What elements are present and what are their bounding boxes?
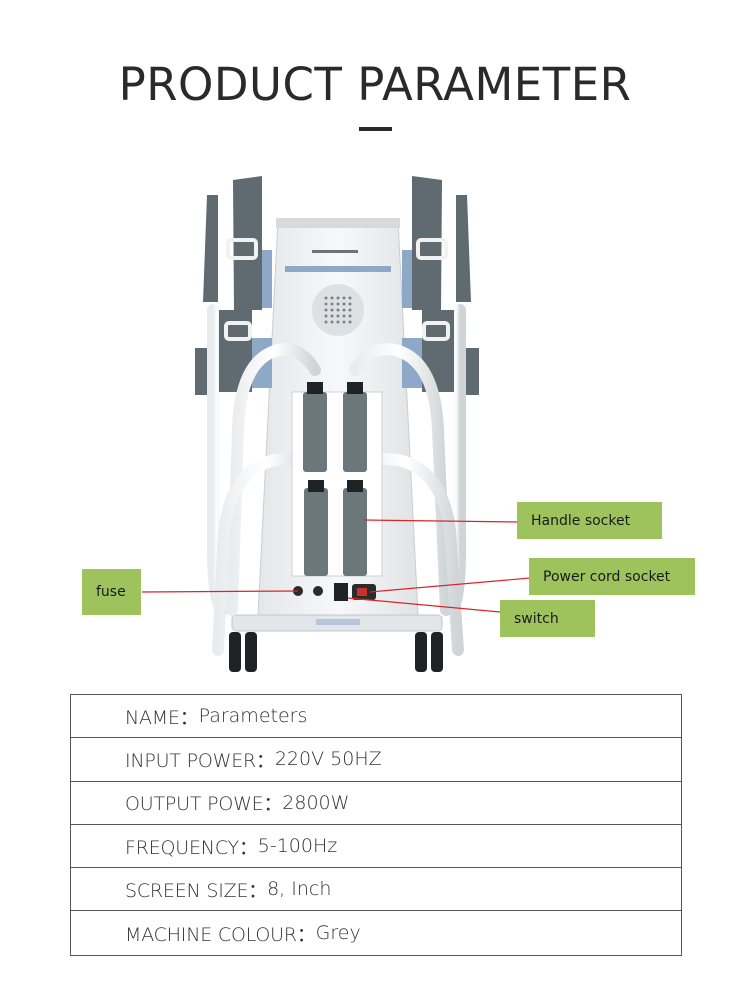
- param-label: MACHINE COLOUR：: [125, 923, 316, 946]
- param-value: Parameters: [198, 705, 308, 728]
- param-value: Grey: [315, 922, 361, 945]
- machine-illustration: [141, 176, 531, 672]
- param-label: NAME：: [125, 706, 199, 729]
- callout-handle-socket: Handle socket: [517, 502, 662, 539]
- param-label: OUTPUT POWE：: [125, 793, 283, 816]
- callout-fuse: fuse: [82, 569, 141, 615]
- param-value: 2800W: [282, 791, 350, 814]
- parameter-table: NAME： Parameters INPUT POWER： 220V 50HZ …: [70, 694, 682, 956]
- param-label: INPUT POWER：: [125, 749, 275, 772]
- param-row-machine-colour: MACHINE COLOUR： Grey: [71, 911, 681, 954]
- param-row-frequency: FREQUENCY： 5-100Hz: [71, 825, 681, 869]
- callout-lines: [141, 519, 531, 613]
- param-row-output-power: OUTPUT POWE： 2800W: [71, 782, 681, 825]
- param-label: FREQUENCY：: [125, 836, 258, 859]
- param-row-screen-size: SCREEN SIZE： 8, Inch: [71, 868, 681, 912]
- handle-sockets: [291, 382, 383, 577]
- param-label: SCREEN SIZE：: [125, 879, 268, 902]
- param-value: 8, Inch: [267, 878, 332, 901]
- bottom-controls: [293, 583, 376, 601]
- wheels: [229, 632, 443, 672]
- callout-power-cord-socket: Power cord socket: [529, 558, 695, 595]
- param-row-input-power: INPUT POWER： 220V 50HZ: [71, 738, 681, 782]
- callout-switch: switch: [500, 600, 595, 637]
- param-value: 220V 50HZ: [274, 748, 382, 771]
- param-row-name: NAME： Parameters: [71, 695, 681, 739]
- param-value: 5-100Hz: [257, 835, 338, 858]
- right-arms: [402, 176, 479, 395]
- title-underline: [359, 127, 392, 131]
- page-title: PRODUCT PARAMETER: [118, 58, 632, 111]
